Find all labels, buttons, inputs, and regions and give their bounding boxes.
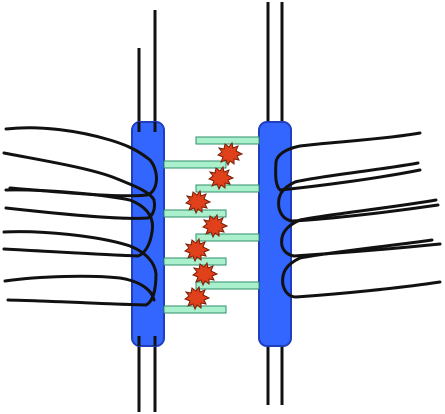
spiky-burst-icon xyxy=(183,237,211,263)
right-loop xyxy=(281,238,442,299)
right-loop xyxy=(274,131,422,192)
rung xyxy=(195,184,260,193)
wire-overlays xyxy=(137,122,157,346)
right-loop xyxy=(280,198,442,258)
left-loop xyxy=(3,274,156,302)
right-loops xyxy=(274,131,442,299)
spiky-burst-icon xyxy=(184,189,212,215)
spiky-burst-icon xyxy=(201,213,229,239)
spiky-burst-icon xyxy=(183,285,211,311)
rung xyxy=(195,233,260,242)
left-loop xyxy=(2,188,155,258)
spiky-burst-icon xyxy=(207,165,235,191)
spiky-burst-icon xyxy=(216,141,244,167)
left-loop xyxy=(2,151,156,220)
left-pillar xyxy=(131,121,165,347)
spiky-burst-icon xyxy=(191,261,219,287)
rung xyxy=(195,136,260,145)
left-loops xyxy=(2,126,158,307)
left-loop xyxy=(2,230,158,307)
rung xyxy=(163,160,227,169)
bursts xyxy=(183,141,244,311)
rung xyxy=(195,281,260,290)
right-loop xyxy=(277,161,440,223)
right-pillar xyxy=(258,121,292,347)
